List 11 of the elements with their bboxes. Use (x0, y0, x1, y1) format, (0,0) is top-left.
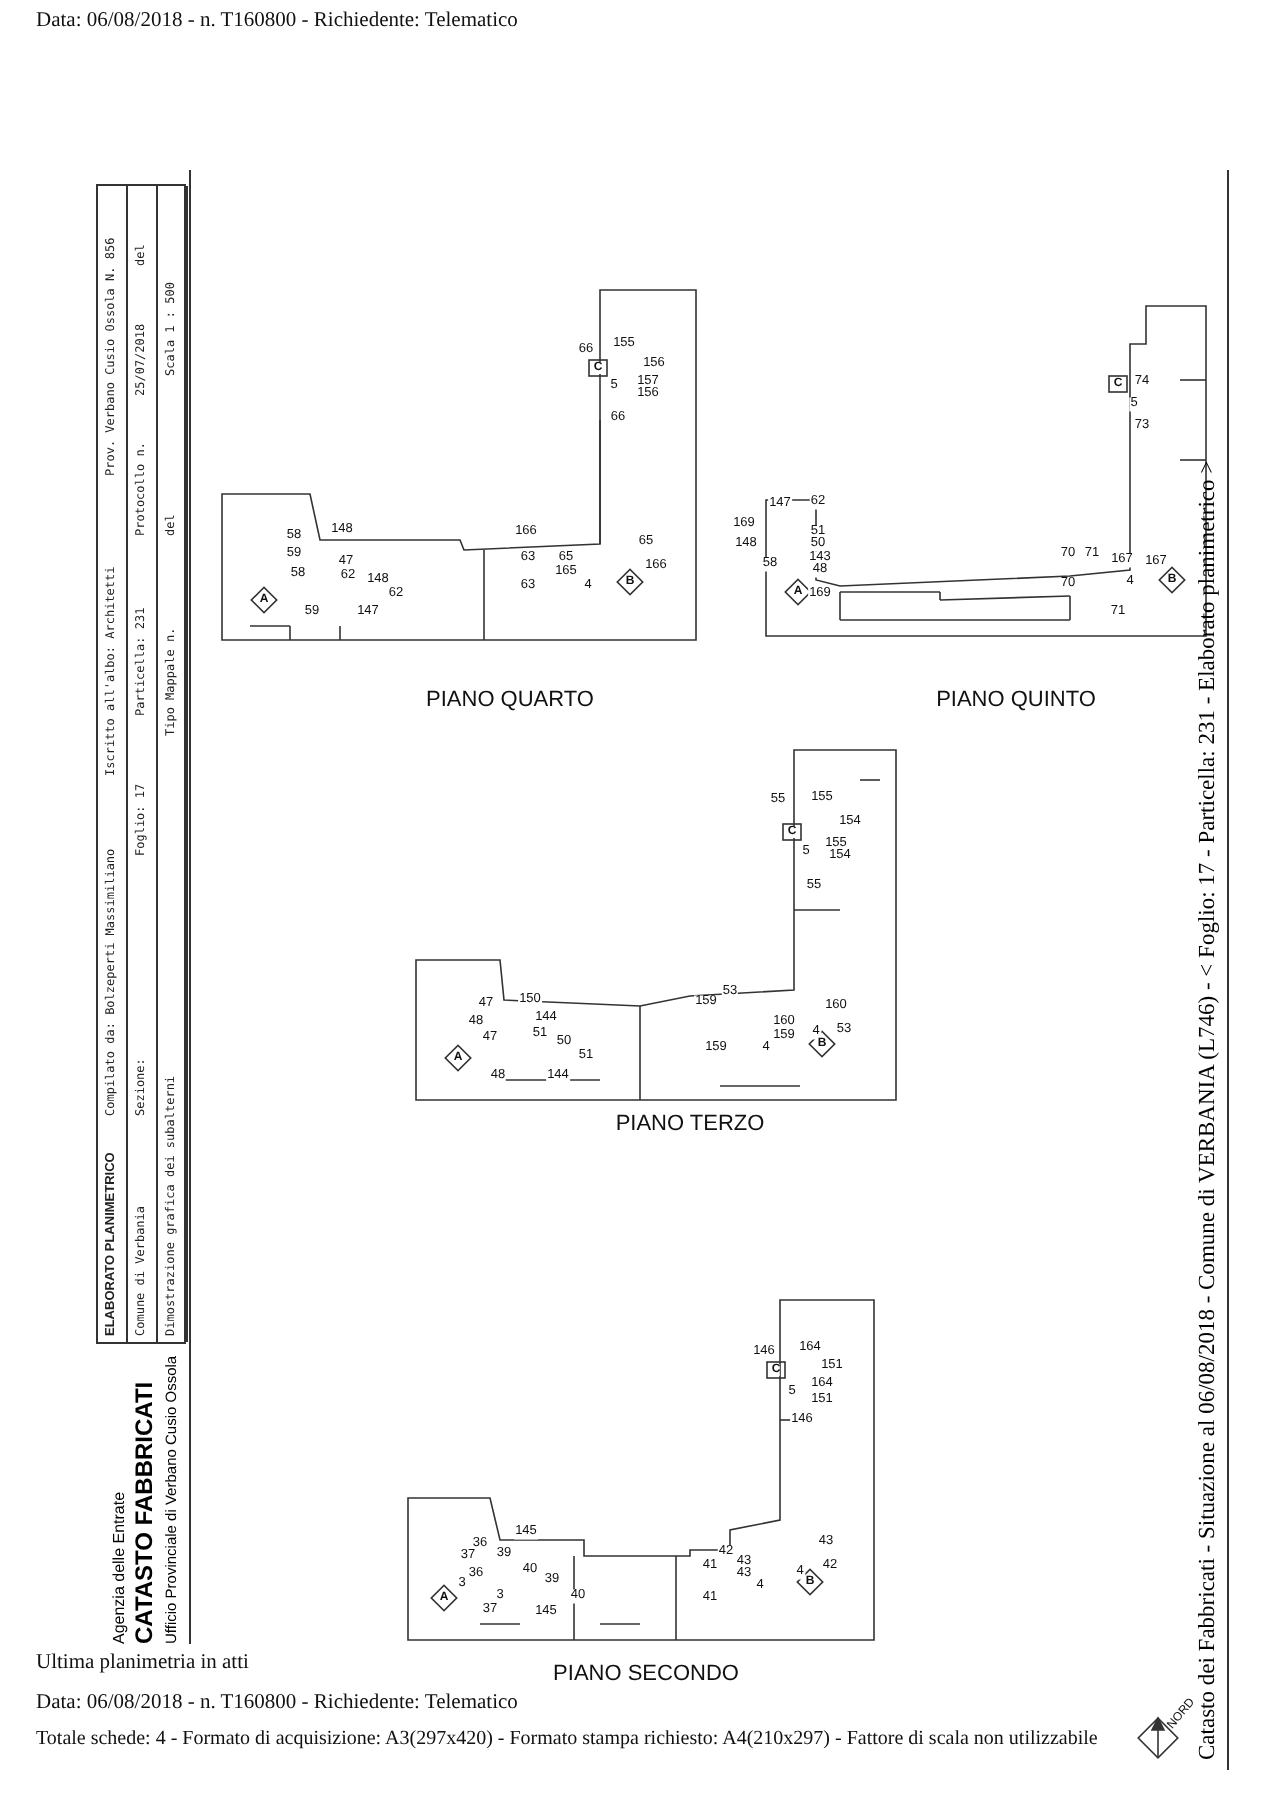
floor-title: PIANO TERZO (615, 1112, 765, 1136)
floor-title: PIANO SECONDO (553, 1662, 739, 1686)
document-info-text: Totale schede: 4 - Formato di acquisizione: A3(297x420) - Formato stampa richiesto: A4(210x297) - Fattore di scala non utilizzabile (36, 1728, 1098, 1750)
registry-title: CATASTO FABBRICATI (130, 1379, 160, 1644)
document-info-text: Catasto dei Fabbricati - Situazione al 06/08/2018 - Comune di VERBANIA (L746) - < Foglio: 17 - Particella: 231 - Elaborato planimetrico > (1196, 458, 1220, 1760)
floor-title: PIANO QUARTO (426, 688, 594, 712)
floor-title: PIANO QUINTO (936, 688, 1096, 712)
document-info-text: Data: 06/08/2018 - n. T160800 - Richiedente: Telematico (36, 10, 518, 32)
agency-text: Agenzia delle Entrate (108, 1489, 130, 1644)
document-info-text: Ultima planimetria in atti (36, 1652, 249, 1674)
document-info-text: Data: 06/08/2018 - n. T160800 - Richiedente: Telematico (36, 1692, 518, 1714)
